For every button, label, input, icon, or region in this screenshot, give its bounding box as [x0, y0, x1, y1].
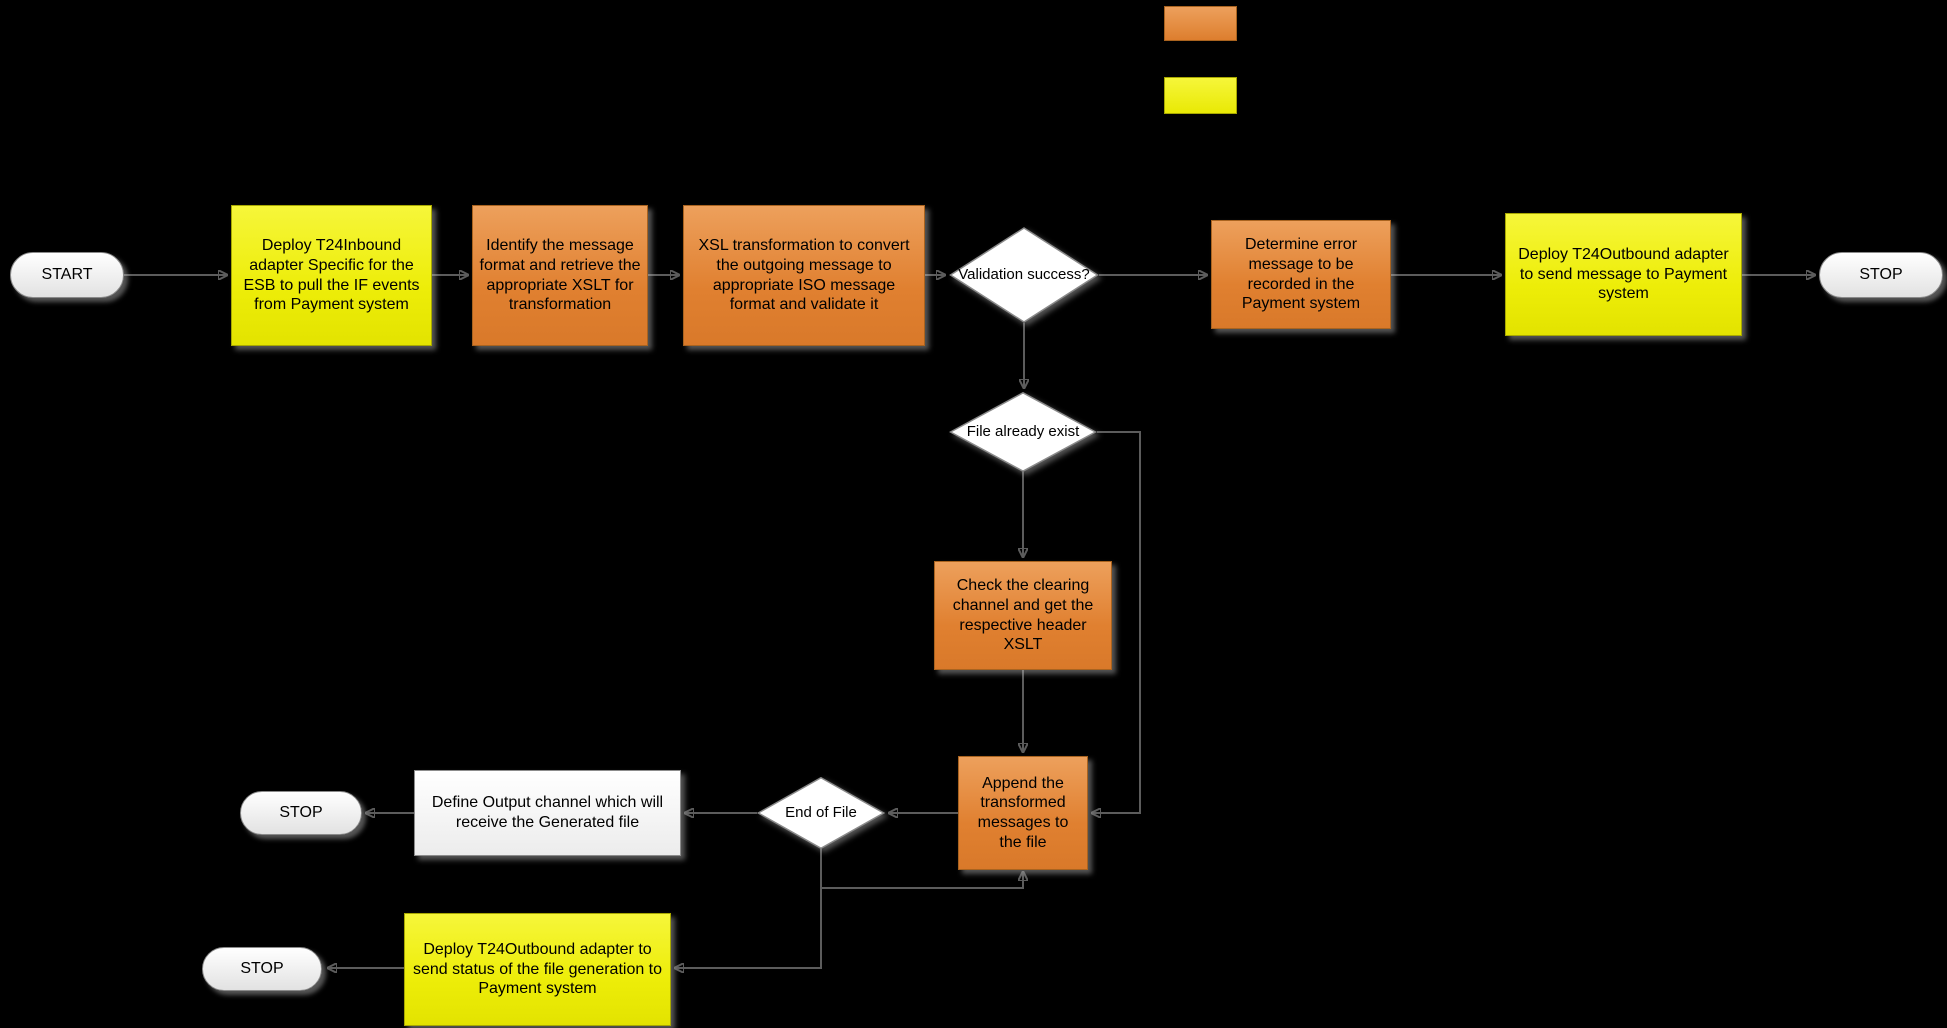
- decision-validation-success-label: Validation success?: [958, 266, 1090, 284]
- legend-orange-swatch: [1164, 6, 1237, 41]
- stop-terminator-middle: STOP: [240, 791, 362, 835]
- process-define-output-label: Define Output channel which will receive…: [431, 794, 664, 831]
- edge-endoffile-to-status: [675, 849, 822, 968]
- decision-validation-success: Validation success?: [949, 227, 1099, 323]
- stop-top-label: STOP: [1859, 266, 1903, 283]
- start-label: START: [41, 266, 93, 283]
- decision-file-already-exist-label: File already exist: [966, 423, 1080, 441]
- process-check-clearing-label: Check the clearing channel and get the r…: [952, 577, 1094, 654]
- stop-bottom-label: STOP: [240, 960, 284, 977]
- process-deploy-inbound: Deploy T24Inbound adapter Specific for t…: [231, 205, 432, 346]
- process-identify-format-label: Identify the message format and retrieve…: [479, 237, 641, 314]
- stop-mid-label: STOP: [279, 804, 323, 821]
- process-append-messages-label: Append the transformed messages to the f…: [977, 774, 1069, 851]
- edge-endoffile-loop-to-append: [821, 872, 1023, 889]
- decision-file-already-exist: File already exist: [949, 392, 1097, 472]
- process-deploy-outbound-message-label: Deploy T24Outbound adapter to send messa…: [1518, 246, 1729, 303]
- diamond-shape: [949, 227, 1099, 323]
- process-append-messages: Append the transformed messages to the f…: [958, 756, 1088, 870]
- start-terminator: START: [10, 252, 124, 298]
- decision-end-of-file-label: End of File: [785, 804, 857, 822]
- process-deploy-outbound-status-label: Deploy T24Outbound adapter to send statu…: [412, 941, 663, 998]
- stop-terminator-bottom: STOP: [202, 947, 322, 991]
- process-define-output: Define Output channel which will receive…: [414, 770, 681, 856]
- process-deploy-inbound-label: Deploy T24Inbound adapter Specific for t…: [243, 237, 420, 314]
- decision-end-of-file: End of File: [757, 777, 885, 849]
- stop-terminator-top: STOP: [1819, 252, 1943, 298]
- legend-yellow-swatch: [1164, 77, 1237, 114]
- process-deploy-outbound-message: Deploy T24Outbound adapter to send messa…: [1505, 213, 1742, 336]
- process-determine-error: Determine error message to be recorded i…: [1211, 220, 1391, 329]
- diamond-shape: [757, 777, 885, 849]
- process-xsl-transform: XSL transformation to convert the outgoi…: [683, 205, 925, 346]
- process-deploy-outbound-status: Deploy T24Outbound adapter to send statu…: [404, 913, 671, 1026]
- diamond-shape: [949, 392, 1097, 472]
- process-xsl-transform-label: XSL transformation to convert the outgoi…: [698, 237, 910, 314]
- process-check-clearing: Check the clearing channel and get the r…: [934, 561, 1112, 670]
- process-determine-error-label: Determine error message to be recorded i…: [1241, 236, 1361, 313]
- process-identify-format: Identify the message format and retrieve…: [472, 205, 648, 346]
